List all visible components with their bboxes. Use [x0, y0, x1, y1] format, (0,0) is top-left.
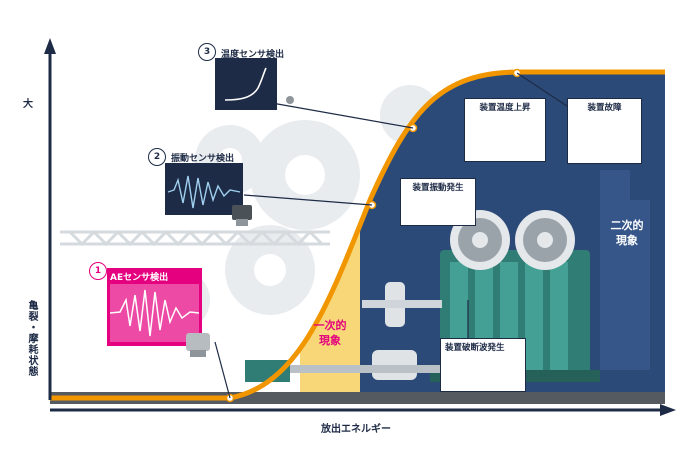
- event-label-temperature-rise: 装置温度上昇: [479, 103, 531, 113]
- sensor-number-2: 2: [148, 148, 166, 166]
- sensor-label-temperature: 温度センサ検出: [221, 50, 285, 60]
- event-vibration: 装置振動発生: [400, 178, 476, 226]
- sensor-label-ae: AEセンサ検出: [110, 273, 169, 283]
- event-label-fracture-wave: 装置破断波発生: [445, 343, 505, 353]
- sensor-number-1: 1: [89, 262, 107, 280]
- curve-point-temperature: [408, 123, 418, 133]
- event-temperature-rise: 装置温度上昇: [464, 98, 546, 162]
- y-axis-label: 亀裂・摩耗状態: [26, 300, 37, 377]
- event-failure: 装置故障: [567, 98, 642, 164]
- ground-bar: [50, 392, 665, 404]
- sensor-card-vibration: [165, 163, 243, 215]
- wave-icon: [167, 175, 241, 209]
- event-label-failure: 装置故障: [587, 103, 622, 113]
- event-fracture-wave: 装置破断波発生: [440, 338, 526, 392]
- event-label-vibration: 装置振動発生: [412, 183, 464, 193]
- sensor-card-temperature: [215, 58, 277, 110]
- y-axis-top-label: 大: [23, 99, 33, 110]
- primary-phenomenon-label: 一次的 現象: [313, 319, 347, 347]
- x-axis-label: 放出エネルギー: [321, 424, 391, 435]
- energy-curve: [50, 69, 665, 401]
- axes: [44, 38, 676, 416]
- secondary-phenomenon-label: 二次的 現象: [610, 219, 644, 247]
- sensor-icon: [186, 96, 294, 357]
- sensor-number-3: 3: [198, 43, 216, 61]
- sensor-card-ae: [107, 268, 202, 346]
- wave-icon: [109, 289, 200, 337]
- background-truss: [60, 229, 330, 247]
- sensor-label-vibration: 振動センサ検出: [171, 154, 235, 164]
